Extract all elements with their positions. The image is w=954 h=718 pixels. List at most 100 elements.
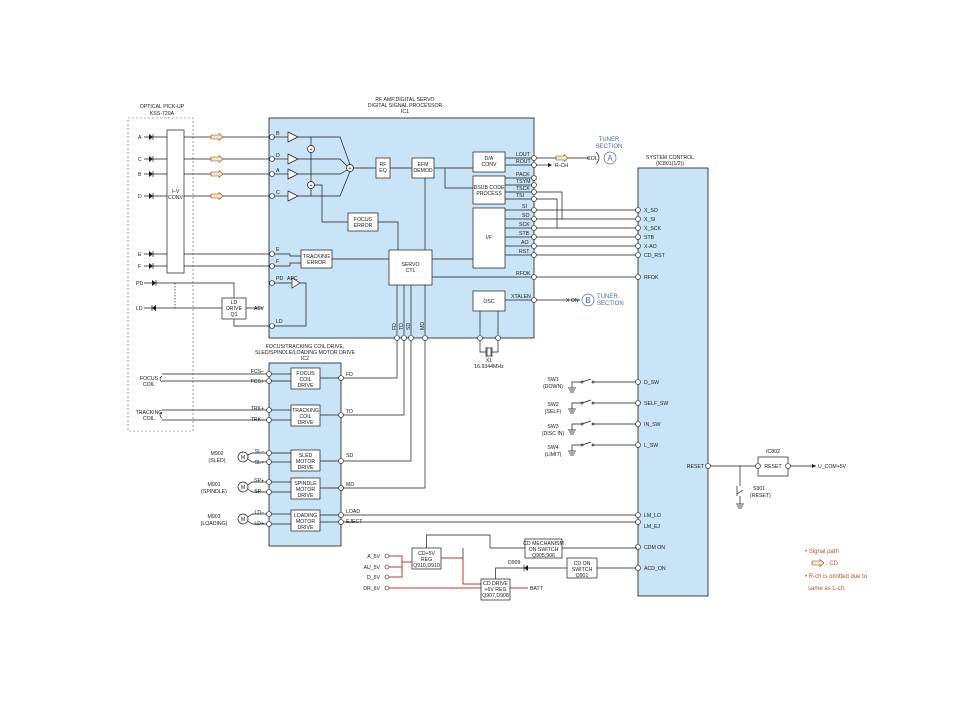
system-control-ic801: SYSTEM CONTROL (IC801(1/2)) X_SO X_SI X_… [635, 155, 711, 597]
drv-0-line-1: FOCUS [296, 371, 315, 377]
pin-tsck: TSCK [516, 186, 530, 192]
crystal-label: X1 [486, 358, 492, 364]
tuner-section-a: COL R-CH A TUNER SECTION [536, 137, 623, 169]
tuner-a-col: COL [587, 156, 598, 162]
ic2-out-fd: FD [346, 372, 353, 378]
tuner-a-rch: R-CH [555, 163, 568, 169]
motor-m903: M903 (LOADING) M [201, 513, 267, 527]
photodiode-c: C [138, 156, 167, 163]
tuner-b-title-1: TUNER [597, 294, 618, 300]
pin-si: SI [522, 204, 527, 210]
svg-text:+: + [309, 183, 312, 189]
pin-td: TD [399, 323, 405, 330]
crystal-freq: 16.9344MHz [474, 364, 504, 370]
m903-line-2: (LOADING) [201, 521, 228, 527]
ic2-title-1: FOCUS/TRACKING COIL DRIVE, [266, 344, 345, 350]
photodiode-d: D [138, 193, 167, 200]
apc-label: APC [287, 276, 298, 282]
sys-pin-lmlo: LM_LO [644, 513, 661, 519]
da-conv-1: D/A [485, 156, 494, 162]
spindle-motor-drive [290, 477, 321, 500]
drv-2-line-1: SLED [299, 453, 313, 459]
reg2-line-1: CD DRIVE [483, 581, 508, 587]
ic2-out-td: TD [346, 409, 353, 415]
legend-line-4: same as L-ch. [808, 586, 846, 592]
monitor-diode-pd: PD [136, 280, 175, 287]
rf-eq-1: RF [380, 162, 387, 168]
sys-pin-xsck: X_SCK [644, 226, 662, 232]
m901-line-1: M901 [208, 482, 221, 488]
ld-drive-line-2: DRIVE [226, 306, 242, 312]
drv-3-line-2: MOTOR [296, 487, 315, 493]
sw4-line-2: (LIMIT) [545, 452, 562, 458]
sys-pin-rfok: RFOK [644, 275, 659, 281]
ic1-to-sysctl-bus [536, 191, 637, 278]
motor-icon [237, 513, 249, 525]
pin-fd: FD [392, 323, 398, 330]
pin-pack: PACK [516, 172, 530, 178]
signal-arrow-icon [210, 154, 224, 164]
photodiode-e-label: E [138, 252, 142, 258]
osc-block: OSC [483, 299, 494, 305]
photodiode-f-label: F [138, 264, 141, 270]
focus-coil-line-2: COIL [143, 382, 155, 388]
ld-drive-line-3: Q1 [231, 312, 238, 318]
power-section: A_5V AU_5V D_5V DR_6V CD+5V REG Q910,D91… [363, 534, 637, 601]
servo-ctl-1: SERVO [401, 262, 419, 268]
ic2-out-load: LOAD [346, 509, 360, 515]
ld-drive-supply: A5V [254, 306, 264, 312]
tuner-a-letter: A [607, 154, 613, 163]
pin-rst: RST [519, 249, 530, 255]
crystal-x1: X1 16.9344MHz [474, 340, 504, 370]
sys-pin-xao: X-AO [644, 244, 657, 250]
pwr-in-d5v: D_5V [367, 575, 381, 581]
rf-eq-2: EQ [379, 168, 387, 174]
pwr-in-a5v: A_5V [367, 554, 380, 560]
m902-line-2: (SLED) [208, 458, 225, 464]
tuner-a-title-1: TUNER [599, 137, 620, 143]
ic1-title-3: IC1 [401, 109, 409, 115]
pin-tsi: TSI [516, 193, 524, 199]
sys-pin-cdrst: CD_RST [644, 253, 666, 259]
tuner-a-title-2: SECTION [596, 144, 623, 150]
tracking-coil-line-1: TRACKING [136, 410, 163, 416]
svg-text:+: + [309, 147, 312, 153]
photodiode-c-label: C [138, 157, 142, 163]
pickup-title: OPTICAL PICK-UP [140, 104, 185, 110]
servo-drive-lines [343, 340, 637, 523]
drv-0-line-2: COIL [299, 377, 311, 383]
cdon-line-1: CD ON [574, 561, 591, 567]
sys-pin-acdon: ACD_ON [644, 566, 666, 572]
pin-sl-plus: SL+ [255, 460, 264, 466]
legend-line-1: • Signal path [805, 549, 839, 555]
sys-pin-lmej: LM_EJ [644, 524, 661, 530]
ic1-block: RF AMP,DIGITAL SERVO DIGITAL SIGNAL PROC… [268, 97, 537, 341]
ld-drive-line-1: LD [231, 300, 238, 306]
loading-motor-drive [290, 509, 321, 532]
photodiode-a: A [138, 134, 167, 141]
ic2-out-md: MD [346, 482, 354, 488]
mech-line-1: CD MECHANISM [523, 541, 564, 547]
iv-conv-label-2: CONV [168, 195, 184, 201]
focus-coil-drive [290, 367, 321, 390]
signal-arrow-icon [811, 558, 825, 568]
photodiode-b-label: B [138, 172, 142, 178]
reg2-line-3: Q907,D908 [482, 593, 509, 599]
if-block: I/F [486, 235, 492, 241]
sys-pin-xsi: X_SI [644, 217, 655, 223]
signal-arrow-icon [210, 132, 224, 142]
optical-pickup: OPTICAL PICK-UP KSS-720A I–V CONV A C B … [127, 104, 194, 432]
m902-line-1: M902 [211, 451, 224, 457]
pin-sd: SD [406, 323, 412, 330]
pwr-in-au5v: AU_5V [364, 565, 381, 571]
ic1-pin-ld: LD [276, 319, 283, 325]
drv-1-line-3: DRIVE [298, 420, 314, 426]
dsub-code-1: DSUB CODE [474, 185, 505, 191]
sys-pin-cdmon: CDM ON [644, 545, 665, 551]
signal-arrow-icon [210, 169, 224, 179]
photodiode-e: E [138, 251, 167, 258]
sw2-line-1: SW2 [547, 402, 558, 408]
motor-icon [237, 481, 249, 493]
s901-line-2: (RESET) [750, 493, 771, 499]
ic1-pin-e: E [276, 247, 280, 253]
